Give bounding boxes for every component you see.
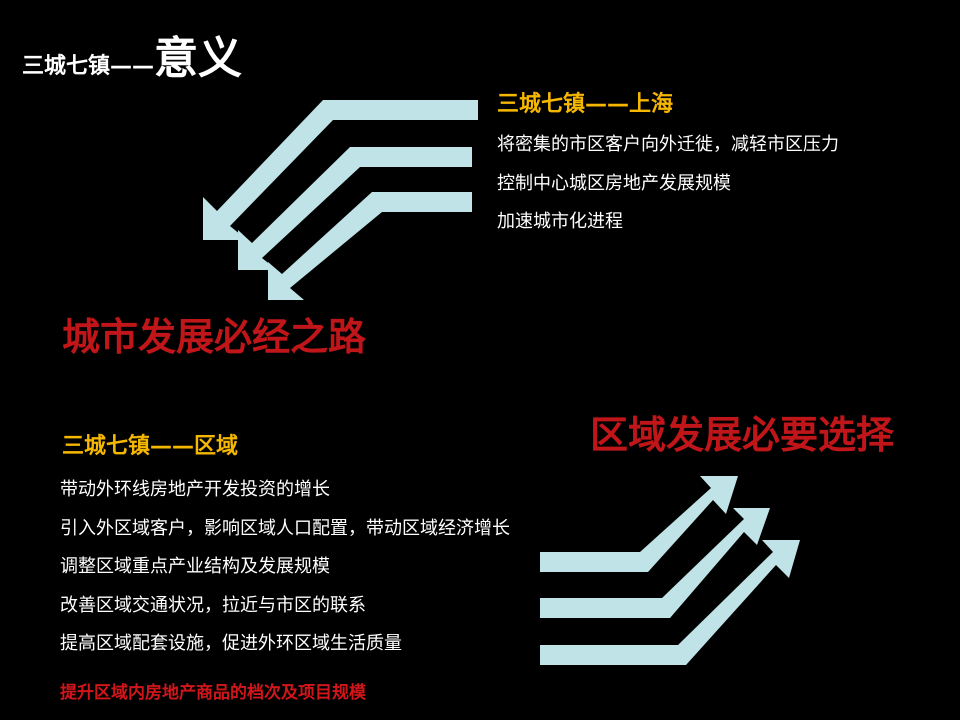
- shanghai-point: 加速城市化进程: [497, 211, 623, 232]
- shanghai-point: 将密集的市区客户向外迁徙，减轻市区压力: [497, 134, 839, 155]
- region-point: 带动外环线房地产开发投资的增长: [60, 479, 330, 500]
- shanghai-heading: 三城七镇——上海: [497, 92, 674, 117]
- city-slogan: 城市发展必经之路: [62, 315, 367, 359]
- region-heading: 三城七镇——区域: [62, 434, 239, 459]
- region-slogan: 区域发展必要选择: [590, 413, 895, 457]
- region-point: 提高区域配套设施，促进外环区域生活质量: [60, 633, 402, 654]
- region-point: 改善区域交通状况，拉近与市区的联系: [60, 595, 366, 616]
- title-prefix: 三城七镇——: [22, 54, 155, 79]
- shanghai-point: 控制中心城区房地产发展规模: [497, 173, 731, 194]
- region-point: 调整区域重点产业结构及发展规模: [60, 556, 330, 577]
- region-key-point: 提升区域内房地产商品的档次及项目规模: [60, 683, 366, 703]
- title-main: 意义: [154, 33, 243, 84]
- slide-title: 三城七镇——意义: [22, 22, 242, 86]
- region-point: 引入外区域客户，影响区域人口配置，带动区域经济增长: [60, 518, 510, 539]
